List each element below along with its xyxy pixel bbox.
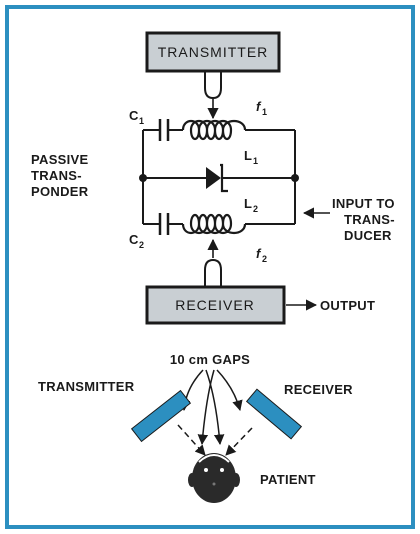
patient-label: PATIENT (260, 472, 316, 487)
svg-text:PASSIVE: PASSIVE (31, 152, 89, 167)
svg-text:1: 1 (262, 107, 267, 117)
svg-text:2: 2 (139, 240, 144, 250)
receiver-label: RECEIVER (175, 297, 255, 313)
label-c2: C 2 (129, 232, 144, 250)
svg-text:L: L (244, 196, 252, 211)
svg-text:C: C (129, 232, 139, 247)
svg-text:INPUT TO: INPUT TO (332, 196, 395, 211)
label-c1: C 1 (129, 108, 144, 126)
junction-left (139, 174, 147, 182)
diode (206, 163, 228, 193)
junction-right (291, 174, 299, 182)
gap-arrow-center-right (197, 369, 215, 446)
setup-transmitter-label: TRANSMITTER (38, 379, 135, 394)
svg-text:C: C (129, 108, 139, 123)
transmitter-loop (204, 71, 222, 100)
inductor-l2 (181, 213, 247, 235)
svg-text:1: 1 (139, 116, 144, 126)
svg-text:L: L (244, 148, 252, 163)
svg-text:2: 2 (253, 204, 258, 214)
output-label: OUTPUT (320, 298, 375, 313)
receiver-antenna (245, 388, 303, 440)
svg-text:2: 2 (262, 254, 267, 264)
svg-text:f: f (256, 246, 262, 261)
diagram-frame (5, 5, 415, 529)
svg-text:PONDER: PONDER (31, 184, 89, 199)
input-to-transducer-label: INPUT TO TRANS- DUCER (332, 196, 395, 243)
svg-text:DUCER: DUCER (344, 228, 392, 243)
patient-head-icon (188, 453, 240, 503)
transmitter-antenna (130, 389, 192, 443)
setup-receiver-label: RECEIVER (284, 382, 353, 397)
svg-text:f: f (256, 99, 262, 114)
label-f1: f 1 (256, 99, 267, 117)
svg-text:TRANS-: TRANS- (344, 212, 395, 227)
field-line-left (177, 424, 206, 456)
field-line-right (225, 427, 253, 456)
capacitor-c2 (158, 213, 170, 235)
transmitter-label: TRANSMITTER (158, 44, 269, 60)
svg-text:TRANS-: TRANS- (31, 168, 82, 183)
capacitor-c1 (158, 119, 170, 141)
label-l2: L 2 (244, 196, 258, 214)
circuit-wiring (142, 129, 296, 225)
gap-arrow-right (216, 369, 243, 412)
passive-transponder-label: PASSIVE TRANS- PONDER (31, 152, 89, 199)
inductor-l1 (181, 119, 247, 141)
svg-text:1: 1 (253, 156, 258, 166)
label-l1: L 1 (244, 148, 258, 166)
gap-arrow-center-left (205, 369, 225, 446)
receiver-loop (204, 258, 222, 287)
label-f2: f 2 (256, 246, 267, 264)
transmitter-box: TRANSMITTER (145, 31, 281, 73)
gaps-label: 10 cm GAPS (170, 352, 250, 367)
receiver-box: RECEIVER (145, 285, 286, 325)
